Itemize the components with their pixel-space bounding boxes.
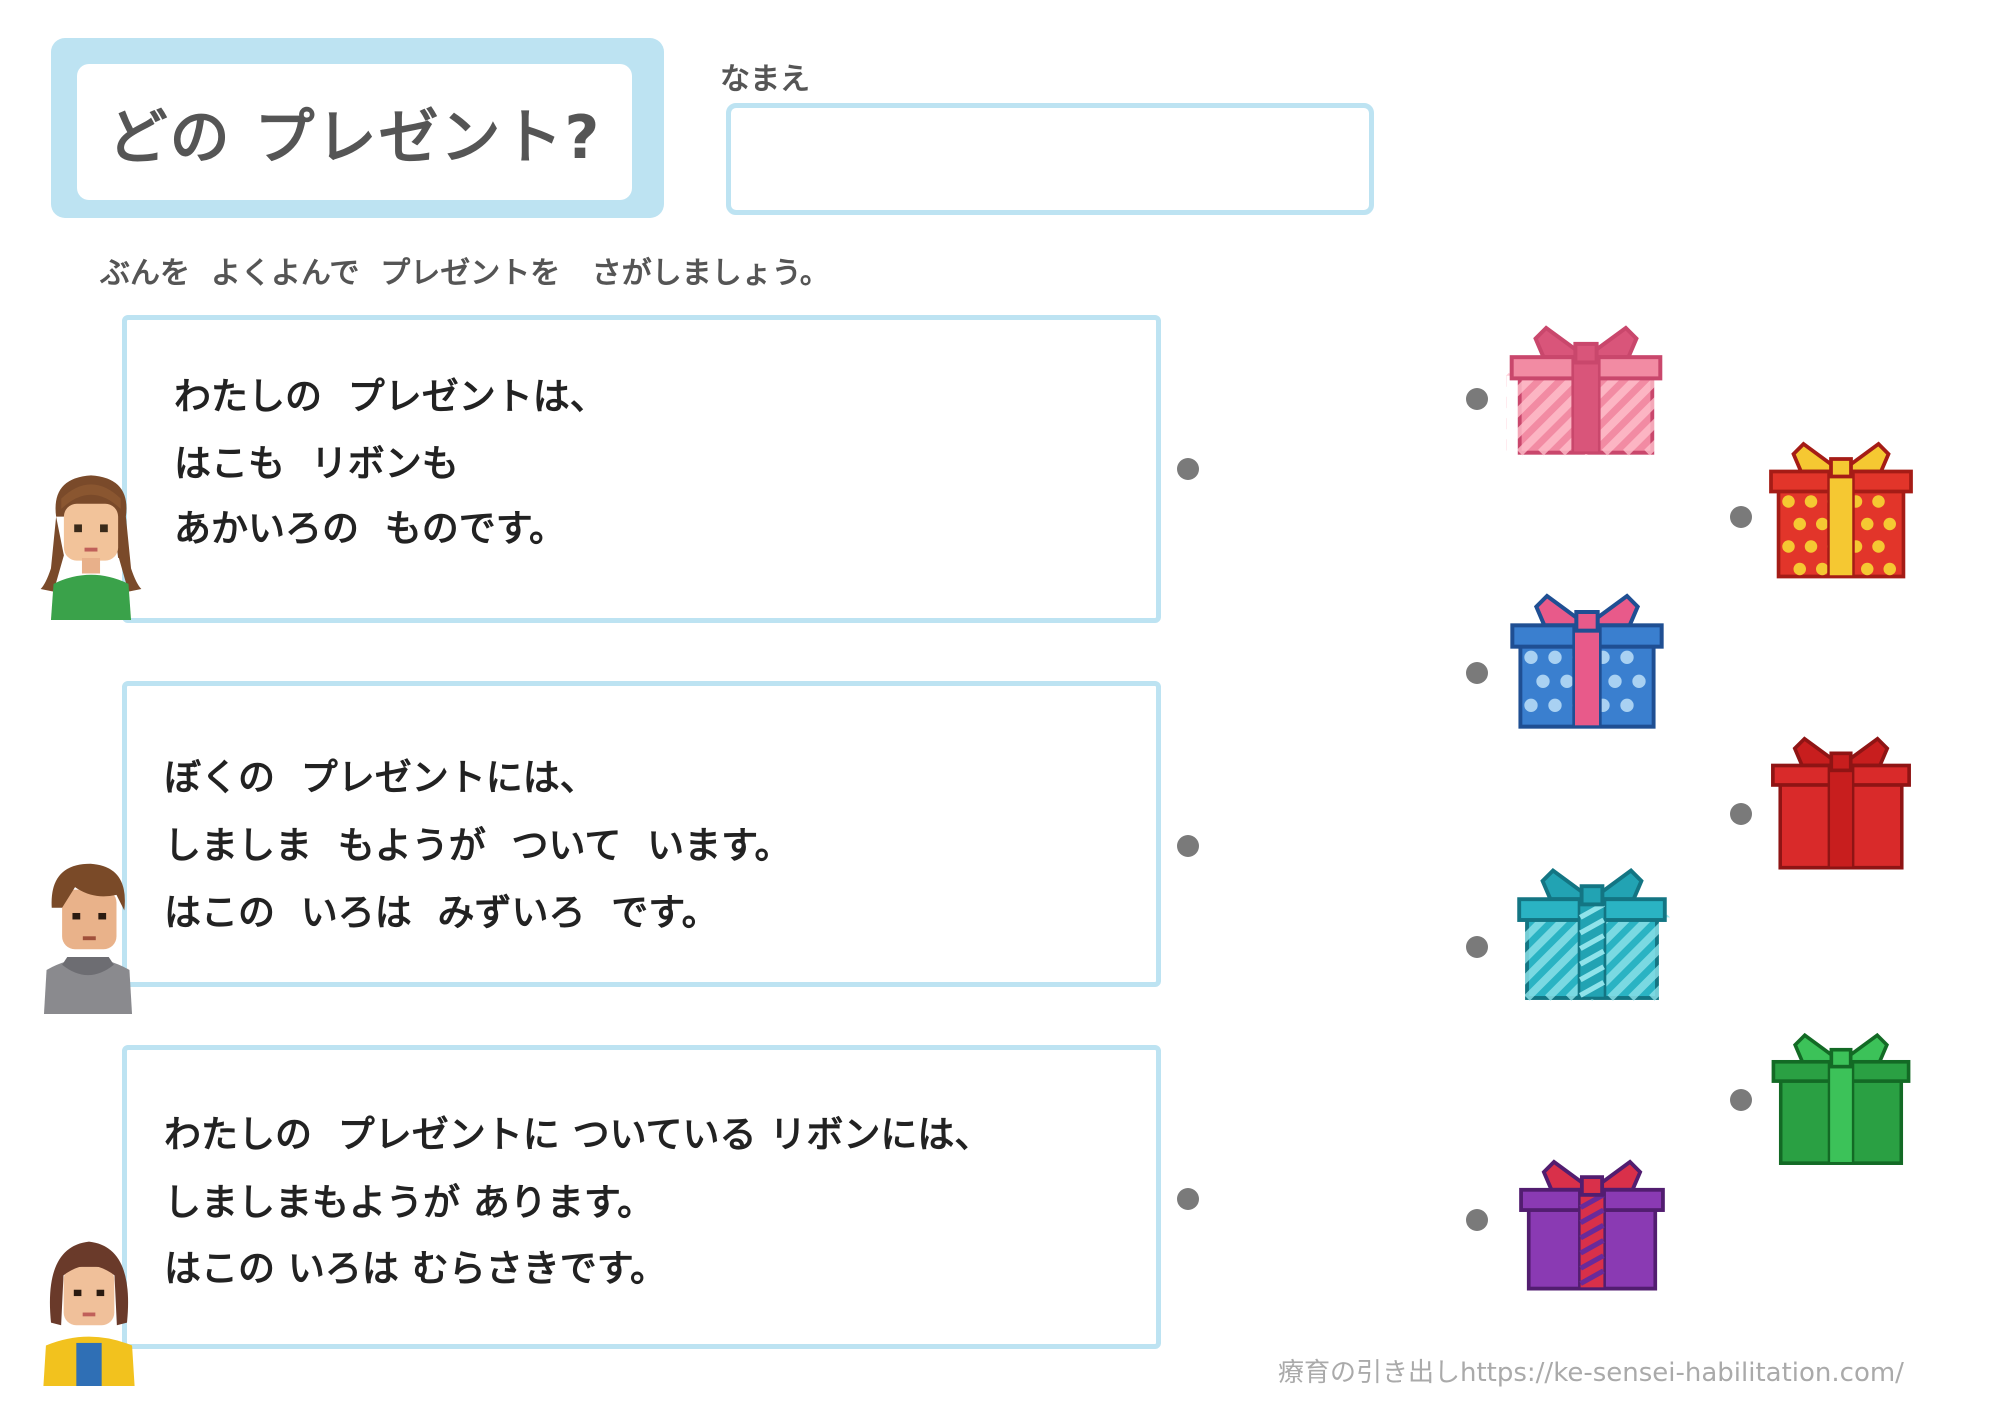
title-panel: どの プレゼント?: [77, 64, 632, 200]
question-1-connector-dot[interactable]: [1177, 458, 1199, 480]
question-3-line-3: はこの いろは むらさきです。: [164, 1247, 668, 1290]
instruction-text: ぶんを よくよんで プレゼントを さがしましょう。: [100, 256, 830, 291]
question-2-connector-dot[interactable]: [1177, 835, 1199, 857]
question-1-line-3: あかいろの ものです。: [174, 507, 567, 550]
question-3-line-1: わたしの プレゼントに ついている リボンには、: [164, 1113, 992, 1156]
gift-red-icon[interactable]: [1768, 730, 1914, 874]
name-field[interactable]: [726, 103, 1374, 215]
name-label: なまえ: [720, 62, 810, 97]
gift-2-connector-dot[interactable]: [1730, 506, 1752, 528]
question-2-line-1: ぼくの プレゼントには、: [164, 756, 597, 799]
question-3-line-2: しましまもようが あります。: [164, 1181, 655, 1224]
gift-3-connector-dot[interactable]: [1466, 662, 1488, 684]
gift-pink-striped-icon[interactable]: [1506, 320, 1666, 458]
question-box-2: ぼくの プレゼントには、 しましま もようが ついて います。 はこの いろは …: [122, 681, 1161, 987]
gift-4-connector-dot[interactable]: [1730, 803, 1752, 825]
question-box-3: わたしの プレゼントに ついている リボンには、 しましまもようが あります。 …: [122, 1045, 1161, 1349]
footer-credit: 療育の引き出しhttps://ke-sensei-habilitation.co…: [1278, 1358, 1904, 1388]
gift-7-connector-dot[interactable]: [1466, 1209, 1488, 1231]
boy-hoodie-avatar-icon: [43, 863, 133, 1014]
question-3-connector-dot[interactable]: [1177, 1188, 1199, 1210]
question-2-line-2: しましま もようが ついて います。: [164, 824, 792, 867]
page-title: どの プレゼント?: [107, 102, 602, 173]
girl-yellow-jacket-avatar-icon: [43, 1241, 135, 1386]
question-2-line-3: はこの いろは みずいろ です。: [164, 891, 719, 934]
question-box-1: わたしの プレゼントは、 はこも リボンも あかいろの ものです。: [122, 315, 1161, 623]
gift-blue-dots-pink-ribbon-icon[interactable]: [1506, 588, 1668, 732]
question-1-line-2: はこも リボンも: [174, 442, 459, 485]
question-1-line-1: わたしの プレゼントは、: [174, 375, 607, 418]
gift-1-connector-dot[interactable]: [1466, 388, 1488, 410]
gift-6-connector-dot[interactable]: [1730, 1089, 1752, 1111]
girl-braids-avatar-icon: [40, 475, 142, 620]
gift-purple-striped-ribbon-icon[interactable]: [1516, 1154, 1668, 1294]
gift-green-icon[interactable]: [1768, 1028, 1914, 1168]
gift-5-connector-dot[interactable]: [1466, 936, 1488, 958]
gift-teal-striped-icon[interactable]: [1514, 862, 1670, 1004]
gift-red-yellow-dots-icon[interactable]: [1766, 435, 1916, 583]
